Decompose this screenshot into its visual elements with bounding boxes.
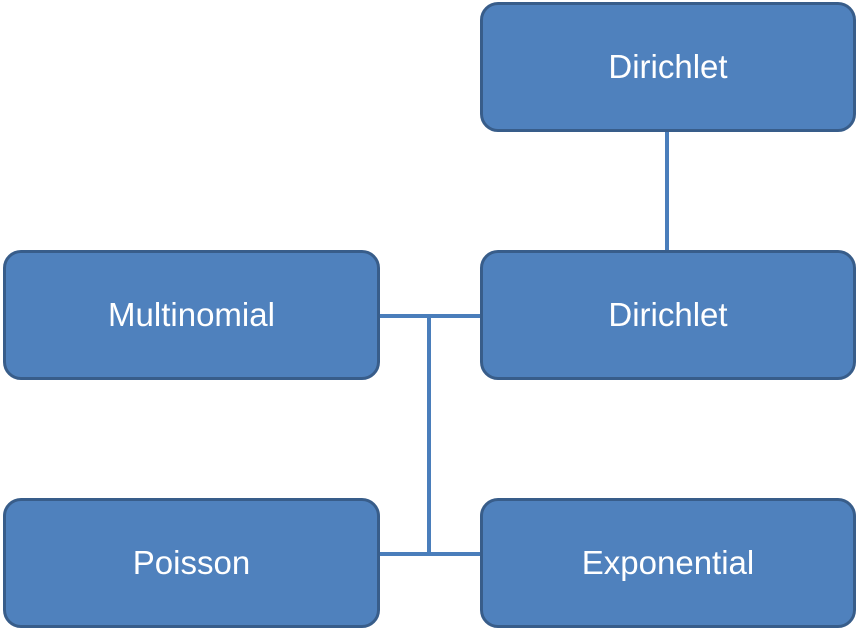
node-label: Exponential — [581, 544, 755, 581]
node-exponential: Exponential — [480, 498, 856, 628]
node-dirichlet-top: Dirichlet — [480, 2, 856, 132]
connector-vertical-trunk — [427, 316, 431, 556]
node-poisson: Poisson — [3, 498, 380, 628]
node-label: Multinomial — [108, 296, 275, 333]
node-dirichlet: Dirichlet — [480, 250, 856, 380]
connector-dirichlet-top-to-dirichlet — [665, 130, 669, 252]
node-label: Dirichlet — [608, 48, 728, 85]
node-multinomial: Multinomial — [3, 250, 380, 380]
connector-poisson-to-exponential — [378, 552, 482, 556]
node-label: Poisson — [132, 544, 251, 581]
node-label: Dirichlet — [608, 296, 728, 333]
